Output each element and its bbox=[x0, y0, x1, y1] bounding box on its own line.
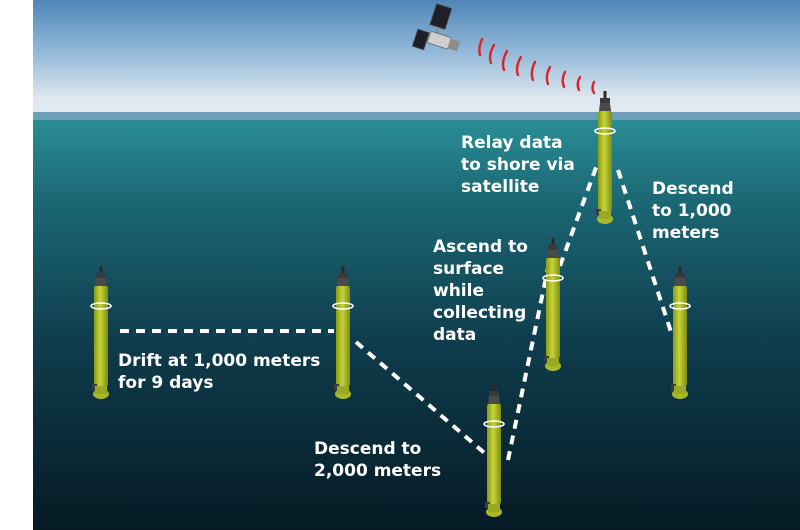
drift-label: Drift at 1,000 meters for 9 days bbox=[118, 351, 321, 393]
float-path bbox=[120, 161, 674, 461]
satellite-icon bbox=[411, 3, 460, 52]
descend-2000-label: Descend to 2,000 meters bbox=[314, 439, 442, 481]
sky bbox=[33, 0, 800, 108]
signal-waves bbox=[478, 37, 596, 95]
relay-data-label: Relay data to shore via satellite bbox=[461, 133, 575, 197]
ocean bbox=[33, 120, 800, 530]
ascend-label: Ascend to surface while collecting data bbox=[433, 237, 528, 345]
descend-1000-label: Descend to 1,000 meters bbox=[652, 179, 734, 243]
